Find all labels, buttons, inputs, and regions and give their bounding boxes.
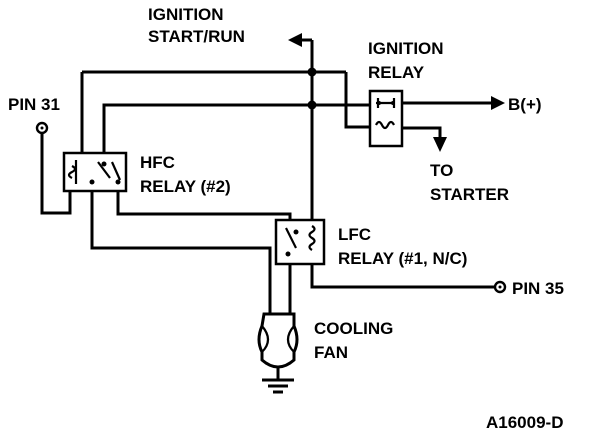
label-hfc-relay-2: RELAY (#2) — [140, 177, 231, 196]
wire-lfc-to-pin-35 — [310, 262, 494, 289]
label-ignition-relay-2: RELAY — [368, 63, 425, 82]
junction-top-bus — [307, 67, 317, 77]
wire-top-bus-to-ign-relay — [344, 72, 370, 129]
label-hfc-relay-1: HFC — [140, 153, 175, 172]
label-lfc-relay-2: RELAY (#1, N/C) — [338, 249, 467, 268]
label-to-starter-2: STARTER — [430, 185, 509, 204]
label-ignition-start-run-2: START/RUN — [148, 27, 245, 46]
wire-pin-31 — [40, 134, 72, 215]
label-lfc-relay-1: LFC — [338, 225, 371, 244]
pin-35-terminal-center — [498, 285, 502, 289]
hfc-relay-symbol — [62, 151, 128, 193]
wire-hfc-to-fan — [90, 188, 272, 314]
wiring — [40, 33, 505, 394]
arrow-ignition-start-run — [288, 33, 302, 47]
label-cooling-fan-2: FAN — [314, 343, 348, 362]
label-figure-code: A16009-D — [486, 413, 564, 432]
label-ignition-start-run-1: IGNITION — [148, 5, 224, 24]
label-pin-31: PIN 31 — [8, 95, 60, 114]
ignition-relay-symbol — [368, 89, 404, 148]
arrow-to-starter — [433, 137, 447, 152]
pin-31-terminal-center — [40, 126, 44, 130]
label-cooling-fan-1: COOLING — [314, 319, 393, 338]
arrow-battery — [491, 96, 505, 110]
lfc-relay-symbol — [274, 218, 326, 266]
wire-to-starter — [402, 126, 442, 138]
label-pin-35: PIN 35 — [512, 279, 564, 298]
label-to-starter-1: TO — [430, 161, 453, 180]
wire-hfc-to-ign-relay — [102, 103, 370, 160]
label-battery: B(+) — [508, 95, 542, 114]
label-ignition-relay-1: IGNITION — [368, 39, 444, 58]
junction-second-bus — [307, 100, 317, 110]
wire-hfc-to-lfc — [116, 188, 292, 222]
cooling-fan-symbol — [257, 312, 299, 369]
